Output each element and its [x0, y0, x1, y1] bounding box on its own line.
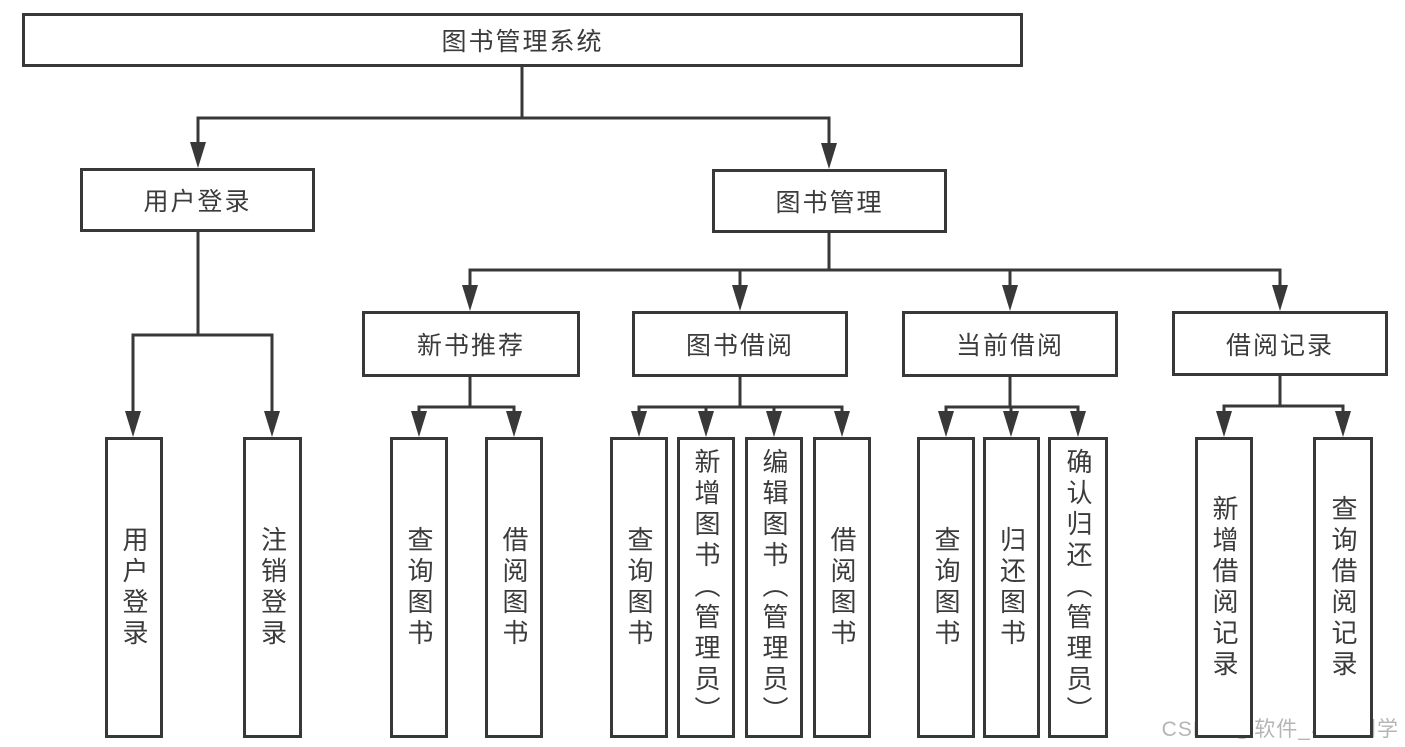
node-user-login-group: 用户登录 — [80, 168, 315, 232]
leaf-records-add-record: 新增借阅记录 — [1195, 437, 1253, 738]
leaf-records-query-record: 查询借阅记录 — [1313, 437, 1373, 738]
node-new-book-recommend: 新书推荐 — [362, 311, 580, 377]
leaf-recommend-borrow-book: 借阅图书 — [485, 437, 543, 738]
node-system-root: 图书管理系统 — [22, 13, 1023, 67]
leaf-logout: 注销登录 — [243, 437, 302, 738]
node-book-management: 图书管理 — [712, 169, 947, 233]
leaf-borrow-edit-book: 编辑图书（管理员） — [745, 437, 803, 738]
leaf-current-confirm-return: 确认归还（管理员） — [1048, 437, 1108, 738]
node-book-borrowing: 图书借阅 — [632, 311, 848, 377]
leaf-borrow-add-book: 新增图书（管理员） — [677, 437, 735, 738]
leaf-recommend-query-book: 查询图书 — [390, 437, 448, 738]
leaf-borrow-query-book: 查询图书 — [610, 437, 668, 738]
leaf-user-login: 用户登录 — [105, 437, 163, 738]
leaf-current-query-book: 查询图书 — [917, 437, 975, 738]
leaf-current-return-book: 归还图书 — [983, 437, 1040, 738]
leaf-borrow-borrow-book: 借阅图书 — [813, 437, 871, 738]
node-current-borrowing: 当前借阅 — [902, 311, 1118, 377]
node-borrow-records: 借阅记录 — [1172, 311, 1388, 376]
